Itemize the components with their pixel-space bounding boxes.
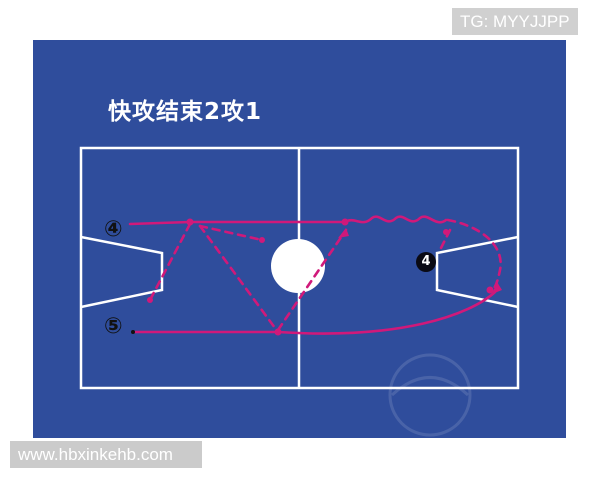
pass-diagonal-down bbox=[198, 224, 277, 330]
player-4-right-label: 4 bbox=[416, 252, 436, 272]
player4-dribble-path bbox=[343, 215, 448, 224]
pass-paths bbox=[148, 218, 502, 332]
pass-center-up bbox=[276, 228, 348, 332]
player-5-left-label: ⑤ bbox=[104, 314, 123, 339]
path-markers bbox=[147, 218, 494, 336]
watermark-top: TG: MYYJJPP bbox=[452, 8, 578, 35]
right-loop-dashed bbox=[446, 218, 502, 294]
right-key bbox=[435, 235, 519, 309]
court-lines bbox=[79, 146, 520, 390]
left-key bbox=[80, 235, 164, 309]
pass-left-to-center bbox=[148, 222, 192, 302]
arrow-heads bbox=[338, 228, 502, 294]
slide-title: 快攻结束2攻1 bbox=[108, 99, 263, 125]
background-logo bbox=[388, 353, 472, 437]
player4-run-path bbox=[128, 220, 347, 226]
return-loop-path bbox=[276, 290, 497, 335]
watermark-bottom: www.hbxinkehb.com bbox=[10, 441, 202, 468]
player5-dot bbox=[131, 330, 135, 334]
pass-left-cross bbox=[198, 224, 264, 242]
player-4-left-label: ④ bbox=[104, 217, 123, 242]
center-circle bbox=[271, 239, 325, 293]
